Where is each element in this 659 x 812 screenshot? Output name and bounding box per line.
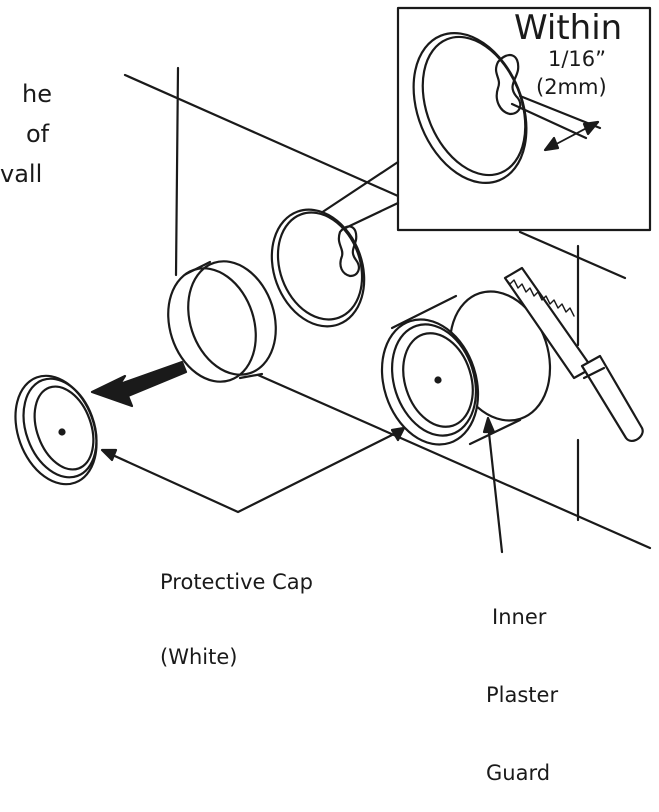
inset-metric: (2mm) xyxy=(536,75,607,99)
sleeve-cylinder xyxy=(167,260,277,383)
leader-lines xyxy=(100,416,504,554)
inset-detail-box xyxy=(316,6,652,234)
protective-cap-label-line-1: Protective Cap xyxy=(160,570,313,594)
inset-measure: 1/16” xyxy=(548,47,607,71)
removal-arrow-icon xyxy=(90,360,188,408)
inset-heading: Within xyxy=(514,8,623,48)
inner-plaster-guard-label-line-2: Plaster xyxy=(486,683,559,707)
trim-ring xyxy=(270,208,366,328)
instruction-line-2: of xyxy=(26,120,50,148)
instruction-line-3: vall xyxy=(0,160,43,188)
inner-plaster-guard xyxy=(380,290,552,446)
inner-plaster-guard-label-line-3: Guard xyxy=(486,761,551,785)
wall-guide-lines xyxy=(123,66,652,550)
inner-plaster-guard-label-line-1: Inner xyxy=(492,605,547,629)
instruction-line-1: he xyxy=(22,80,52,108)
protective-cap-label-line-2: (White) xyxy=(160,645,238,669)
cropped-instruction-text: he of vall xyxy=(0,74,60,194)
installation-diagram xyxy=(14,6,652,554)
inset-trim-ring xyxy=(412,32,602,184)
inner-plaster-guard-label: Inner Plaster Guard xyxy=(486,552,558,812)
removed-protective-cap xyxy=(14,374,98,486)
protective-cap-label: Protective Cap (White) xyxy=(160,520,313,695)
saw-blade xyxy=(503,266,644,443)
